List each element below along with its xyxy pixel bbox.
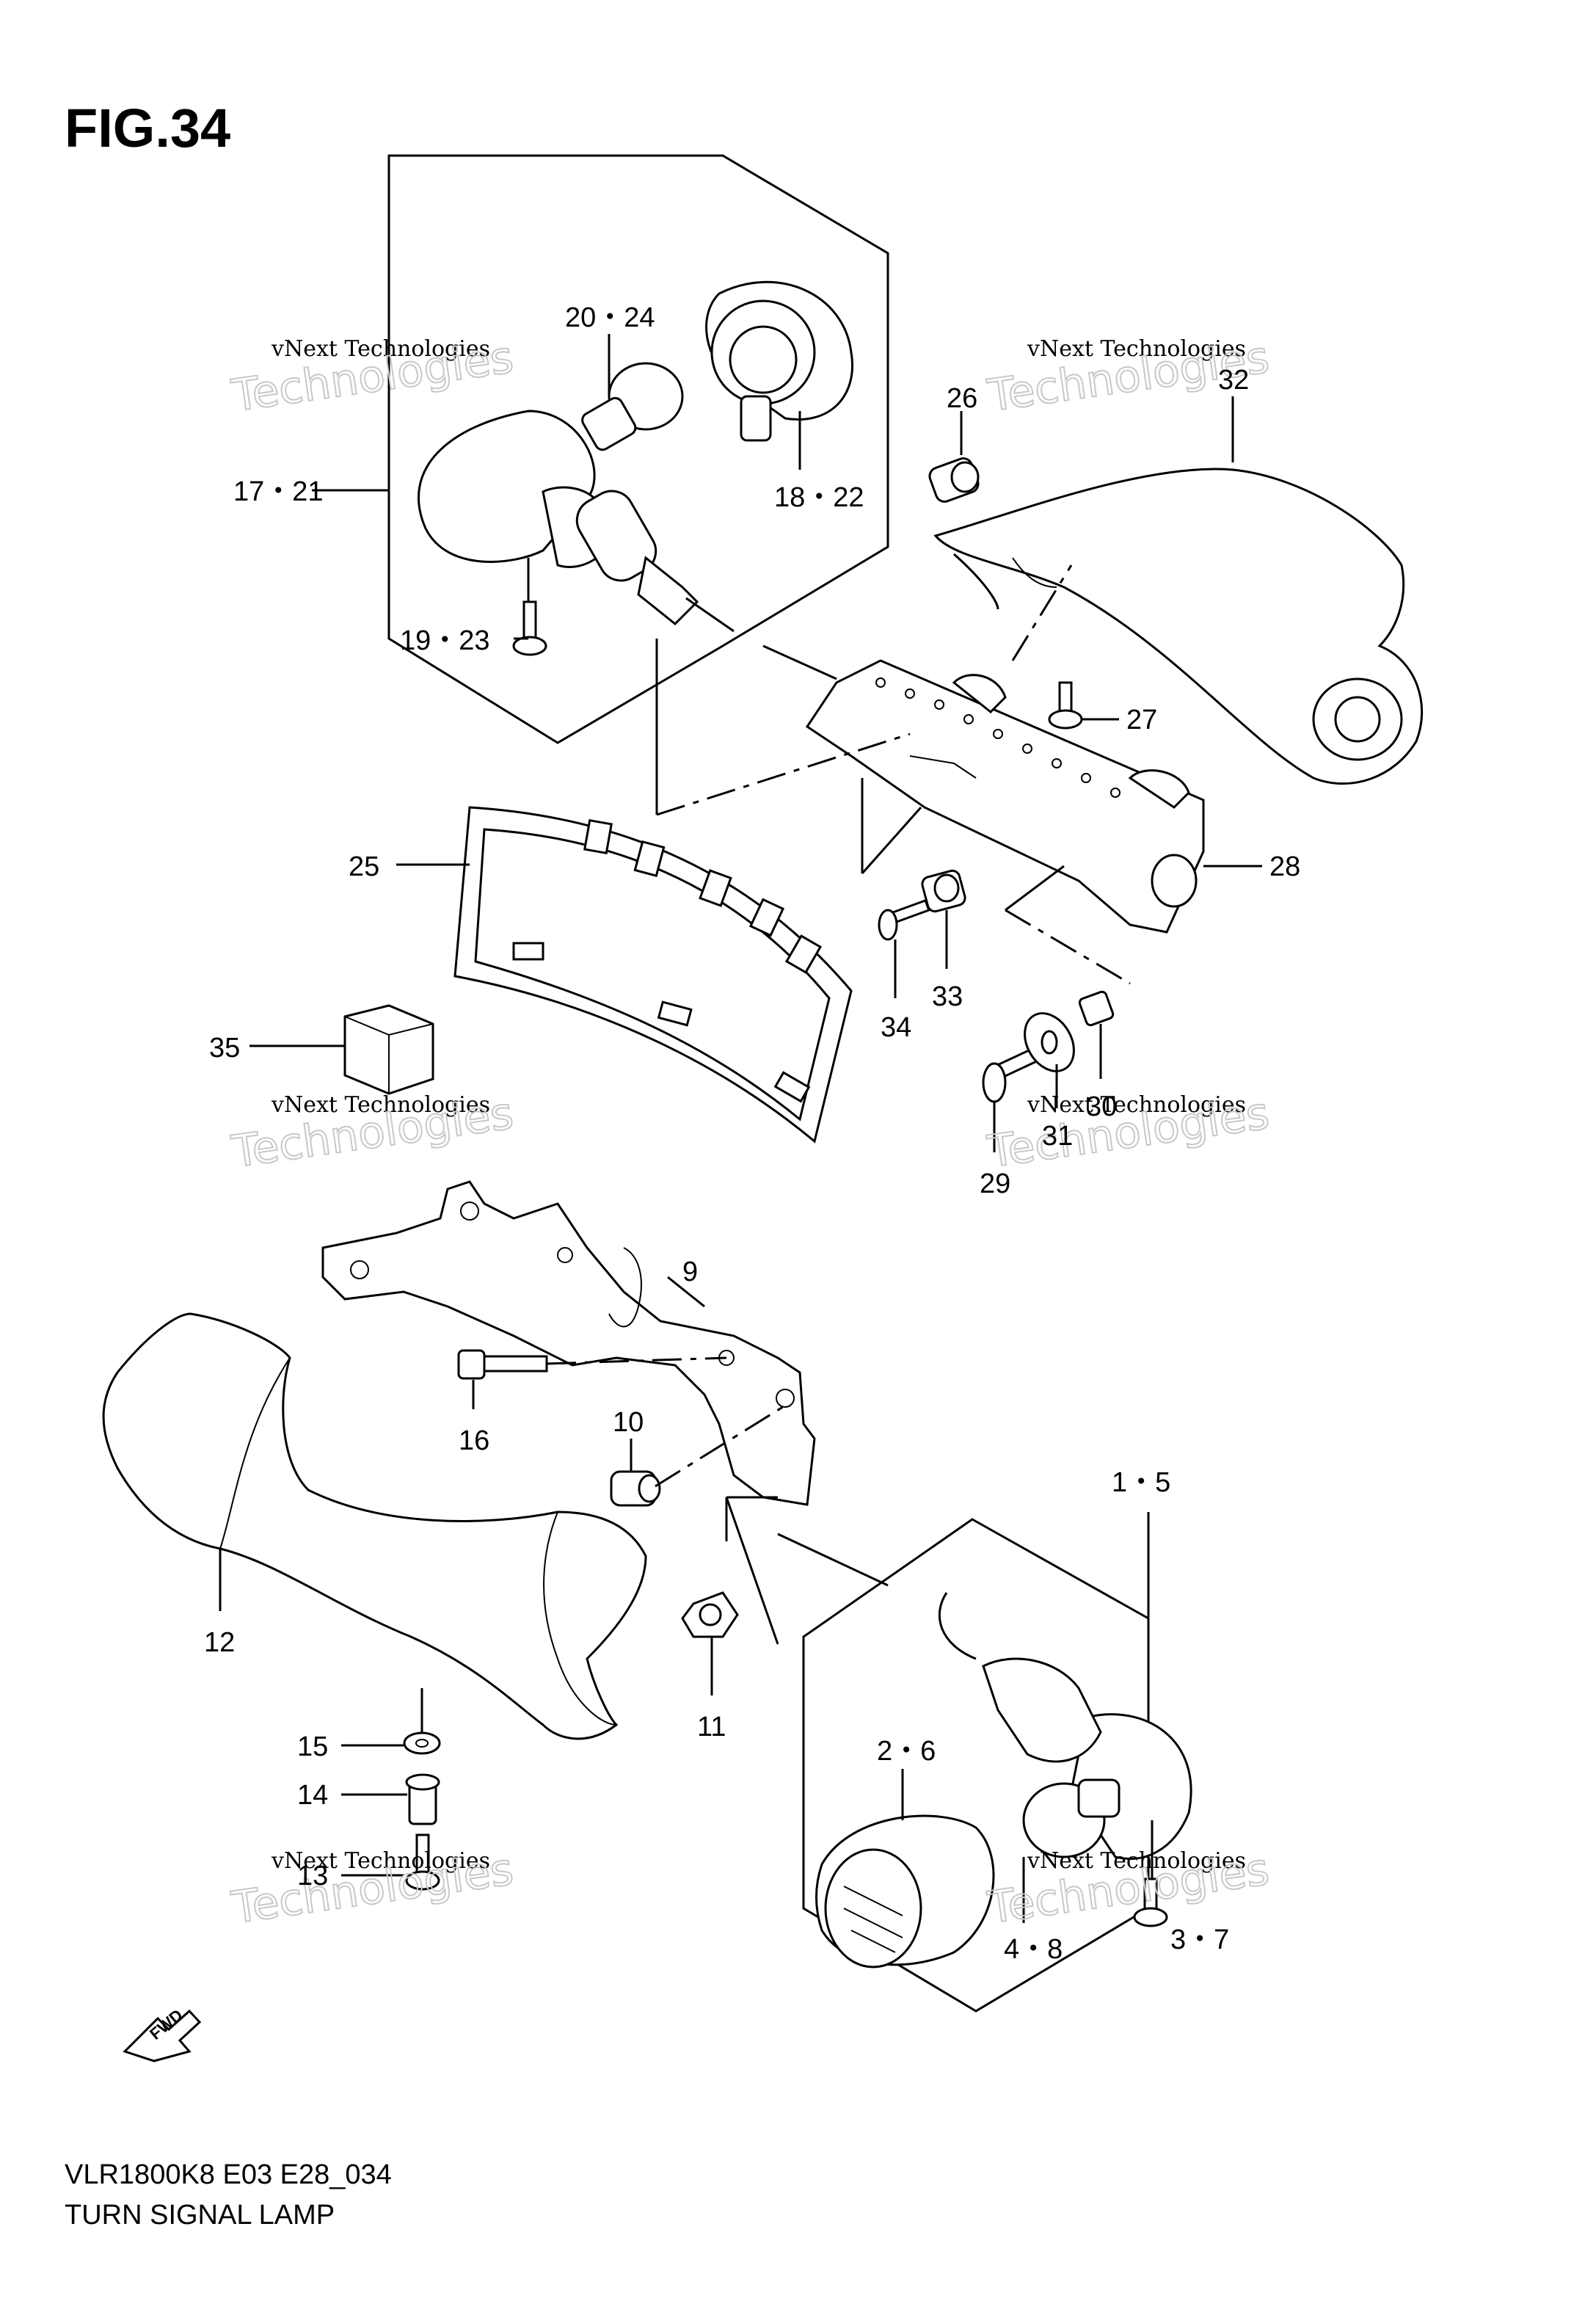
bracket-28-holes [875,677,1121,798]
group-frame-rear-signal [387,154,889,744]
watermark-5: vNext Technologies Technologies [227,1843,517,1935]
collar-33 [921,869,966,913]
section-title: TURN SIGNAL LAMP [65,2200,335,2231]
callout-1-5[interactable]: 1・5 [1112,1467,1170,1498]
callout-27[interactable]: 27 [1126,705,1157,735]
svg-text:vNext Technologies: vNext Technologies [271,1092,490,1118]
watermark-1: vNext Technologies Technologies [227,331,517,423]
callout-33[interactable]: 33 [932,981,963,1012]
callout-3-7[interactable]: 3・7 [1170,1924,1229,1955]
nut-11 [681,1591,739,1638]
screw-34 [878,898,930,941]
callout-34[interactable]: 34 [881,1012,911,1043]
figure-title: FIG.34 [65,98,230,159]
assembly-line-10 [655,1404,786,1488]
assembly-line-g [1005,865,1065,912]
assembly-line-11d [777,1533,889,1587]
rear-signal-housing [418,410,735,633]
assembly-line-11b [725,1497,779,1645]
screw-13 [405,1833,440,1891]
callout-12[interactable]: 12 [204,1627,235,1658]
washer-15 [403,1731,441,1755]
callout-19-23[interactable]: 19・23 [400,625,490,656]
front-signal-lens [815,1814,995,1969]
assembly-line-c [656,733,911,816]
callout-30[interactable]: 30 [1086,1091,1117,1122]
assembly-line-h [1005,909,1131,985]
leader-9 [667,1276,705,1308]
fwd-arrow-icon: FWD [123,2005,202,2062]
cushion-30 [1078,990,1115,1027]
front-signal-bulb [1022,1778,1121,1858]
svg-text:vNext Technologies: vNext Technologies [271,1848,490,1874]
model-code: VLR1800K8 E03 E28_034 [65,2159,392,2190]
callout-11[interactable]: 11 [697,1712,726,1742]
callout-2-6[interactable]: 2・6 [877,1736,936,1767]
callout-25[interactable]: 25 [349,851,379,882]
callout-32[interactable]: 32 [1218,365,1249,396]
callout-26[interactable]: 26 [947,383,977,414]
washer-31 [1024,1012,1075,1072]
watermark-3: vNext Technologies Technologies [227,1087,517,1179]
callout-35[interactable]: 35 [209,1033,240,1064]
bracket-9 [321,1180,816,1506]
collar-14 [405,1773,440,1825]
svg-text:vNext Technologies: vNext Technologies [1027,336,1246,362]
rear-signal-bulb [581,362,684,451]
bolt-16 [457,1349,548,1380]
callout-10[interactable]: 10 [613,1407,644,1438]
callout-13[interactable]: 13 [297,1861,328,1891]
license-plate-frame-25 [453,806,853,1144]
svg-text:vNext Technologies: vNext Technologies [271,336,490,362]
callout-16[interactable]: 16 [459,1425,489,1456]
assembly-line-f [861,807,922,874]
assembly-line-d [1011,564,1073,661]
callout-18-22[interactable]: 18・22 [774,482,864,513]
rear-signal-screw [512,600,547,656]
relay-35 [343,1004,434,1095]
callout-31[interactable]: 31 [1042,1121,1073,1152]
callout-28[interactable]: 28 [1269,851,1300,882]
svg-text:vNext Technologies: vNext Technologies [1027,1848,1246,1874]
callout-14[interactable]: 14 [297,1780,328,1811]
callout-4-8[interactable]: 4・8 [1004,1934,1063,1965]
callout-17-21[interactable]: 17・21 [233,476,324,507]
callout-20-24[interactable]: 20・24 [565,302,655,333]
watermark-4: vNext Technologies Technologies [983,1087,1272,1179]
screw-27 [1048,681,1083,730]
callout-29[interactable]: 29 [980,1168,1010,1199]
grommet-10 [610,1470,661,1507]
bracket-28 [805,659,1205,934]
callout-15[interactable]: 15 [297,1731,328,1762]
svg-text:vNext Technologies: vNext Technologies [1027,1092,1246,1118]
front-signal-screw [1133,1877,1168,1927]
signal-cover-12 [102,1312,647,1740]
assembly-line-a [762,644,837,680]
grommet-26 [928,457,980,503]
rear-cover [933,468,1424,785]
rear-signal-lens [705,280,853,442]
callout-9[interactable]: 9 [682,1257,698,1287]
